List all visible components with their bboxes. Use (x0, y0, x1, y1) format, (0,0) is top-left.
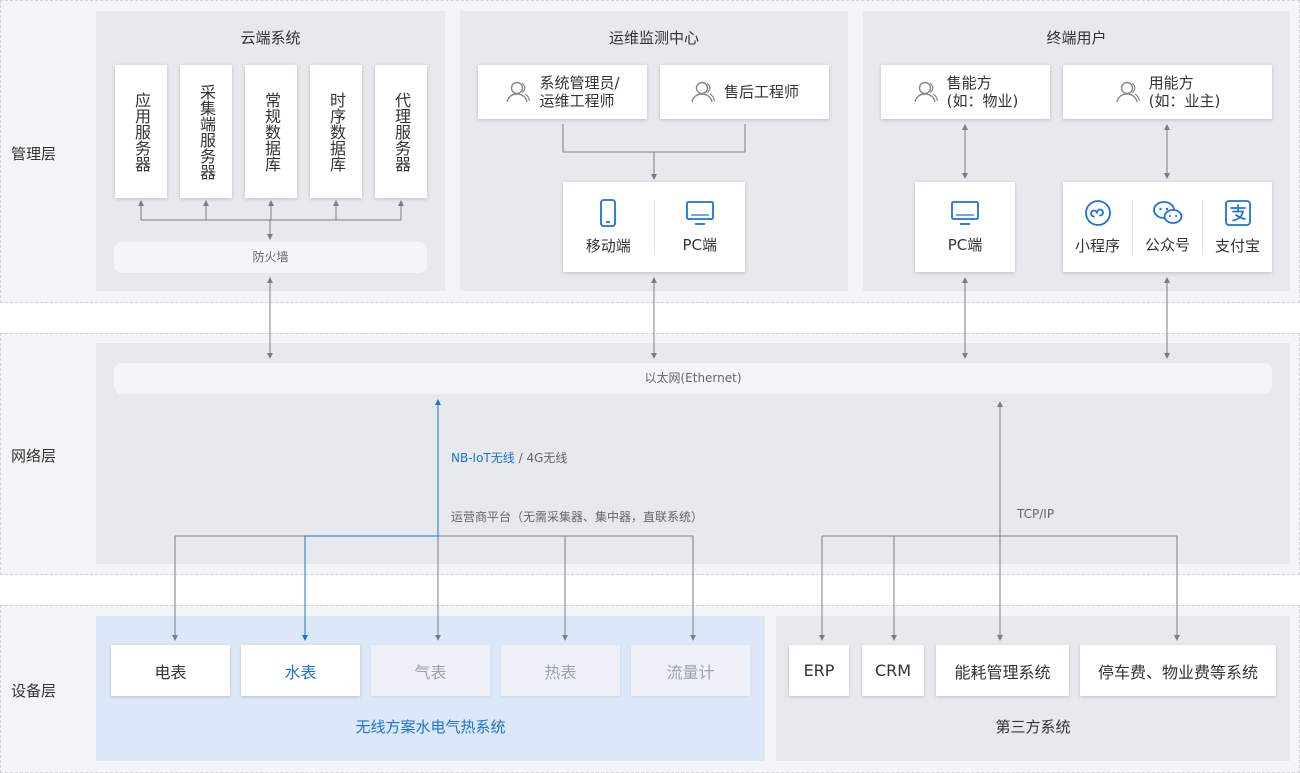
third-party-title: 第三方系统 (995, 718, 1071, 736)
app-label: 公众号 (1144, 235, 1190, 254)
role-line: 运维工程师 (539, 92, 615, 110)
role-card-aftersales: 售后工程师 (660, 65, 829, 119)
nbiot-label: NB-IoT无线 (451, 451, 515, 465)
system-energy: 能耗管理系统 (936, 645, 1069, 696)
cloud-system-title: 云端系统 (240, 29, 301, 47)
ops-center-title: 运维监测中心 (608, 29, 699, 47)
device-pc: PC端 (655, 182, 746, 272)
role-card-seller: 售能方(如：物业) (881, 65, 1050, 119)
wireless-protocol-label: NB-IoT无线 / 4G无线 (451, 449, 567, 466)
meter-electric: 电表 (111, 645, 230, 696)
alipay-icon (1224, 199, 1251, 226)
server-label: 采集端服务器 (197, 83, 216, 180)
firewall-bar: 防火墙 (114, 242, 427, 273)
mobile-icon (600, 198, 617, 227)
role-line: (如：业主) (1148, 92, 1221, 110)
divider (653, 200, 655, 254)
4g-label: 4G无线 (526, 451, 568, 465)
app-mini-program: 小程序 (1063, 182, 1132, 272)
monitor-icon (685, 200, 714, 225)
device-label: PC端 (947, 235, 983, 254)
layer-label-network: 网络层 (11, 447, 57, 465)
role-line: 用能方 (1148, 74, 1194, 92)
user-icon (691, 81, 716, 103)
ethernet-bar: 以太网(Ethernet) (114, 363, 1272, 394)
device-label: PC端 (682, 235, 718, 254)
server-label: 时序数据库 (327, 91, 346, 172)
meter-flow: 流量计 (631, 645, 750, 696)
wireless-system-title: 无线方案水电气热系统 (355, 718, 506, 736)
separator: / (514, 451, 527, 465)
layer-label-management: 管理层 (11, 145, 57, 163)
server-label: 常规数据库 (262, 91, 281, 172)
meter-gas: 气表 (371, 645, 490, 696)
app-alipay: 支付宝 (1203, 182, 1272, 272)
role-line: 系统管理员/ (539, 74, 620, 92)
server-card-app: 应用服务器 (115, 65, 167, 198)
role-card-sysadmin: 系统管理员/运维工程师 (478, 65, 647, 119)
layer-label-device: 设备层 (11, 682, 57, 700)
device-mobile: 移动端 (563, 182, 654, 272)
ops-device-card: 移动端 PC端 (563, 182, 745, 272)
role-line: 售后工程师 (723, 83, 799, 101)
user-icon (913, 81, 938, 103)
monitor-icon (951, 200, 979, 225)
server-label: 应用服务器 (132, 91, 151, 172)
system-erp: ERP (789, 645, 849, 696)
server-card-proxy: 代理服务器 (375, 65, 427, 198)
system-parking-property: 停车费、物业费等系统 (1080, 645, 1276, 696)
server-card-collector: 采集端服务器 (180, 65, 232, 198)
meter-water: 水表 (241, 645, 360, 696)
app-label: 小程序 (1074, 236, 1120, 255)
user-icon (506, 81, 531, 103)
role-line: (如：物业) (946, 92, 1019, 110)
device-label: 移动端 (585, 236, 631, 255)
app-wechat: 公众号 (1133, 182, 1202, 272)
system-crm: CRM (862, 645, 924, 696)
server-card-timeseries-db: 时序数据库 (310, 65, 362, 198)
terminal-users-title: 终端用户 (1046, 29, 1107, 47)
server-label: 代理服务器 (392, 91, 411, 172)
app-label: 支付宝 (1214, 236, 1260, 255)
mini-program-icon (1084, 199, 1111, 226)
divider (1202, 200, 1203, 254)
terminal-apps-card: 小程序 公众号 支付宝 (1063, 182, 1272, 272)
meter-heat: 热表 (501, 645, 620, 696)
role-card-consumer: 用能方(如：业主) (1063, 65, 1272, 119)
device-pc: PC端 (915, 182, 1015, 272)
user-icon (1115, 81, 1140, 103)
server-card-regular-db: 常规数据库 (245, 65, 297, 198)
tcpip-label: TCP/IP (1017, 507, 1055, 521)
wechat-icon (1152, 200, 1182, 224)
operator-platform-label: 运营商平台（无需采集器、集中器，直联系统） (451, 510, 704, 524)
divider (1132, 200, 1133, 254)
role-line: 售能方 (946, 74, 992, 92)
terminal-pc-card: PC端 (915, 182, 1015, 272)
